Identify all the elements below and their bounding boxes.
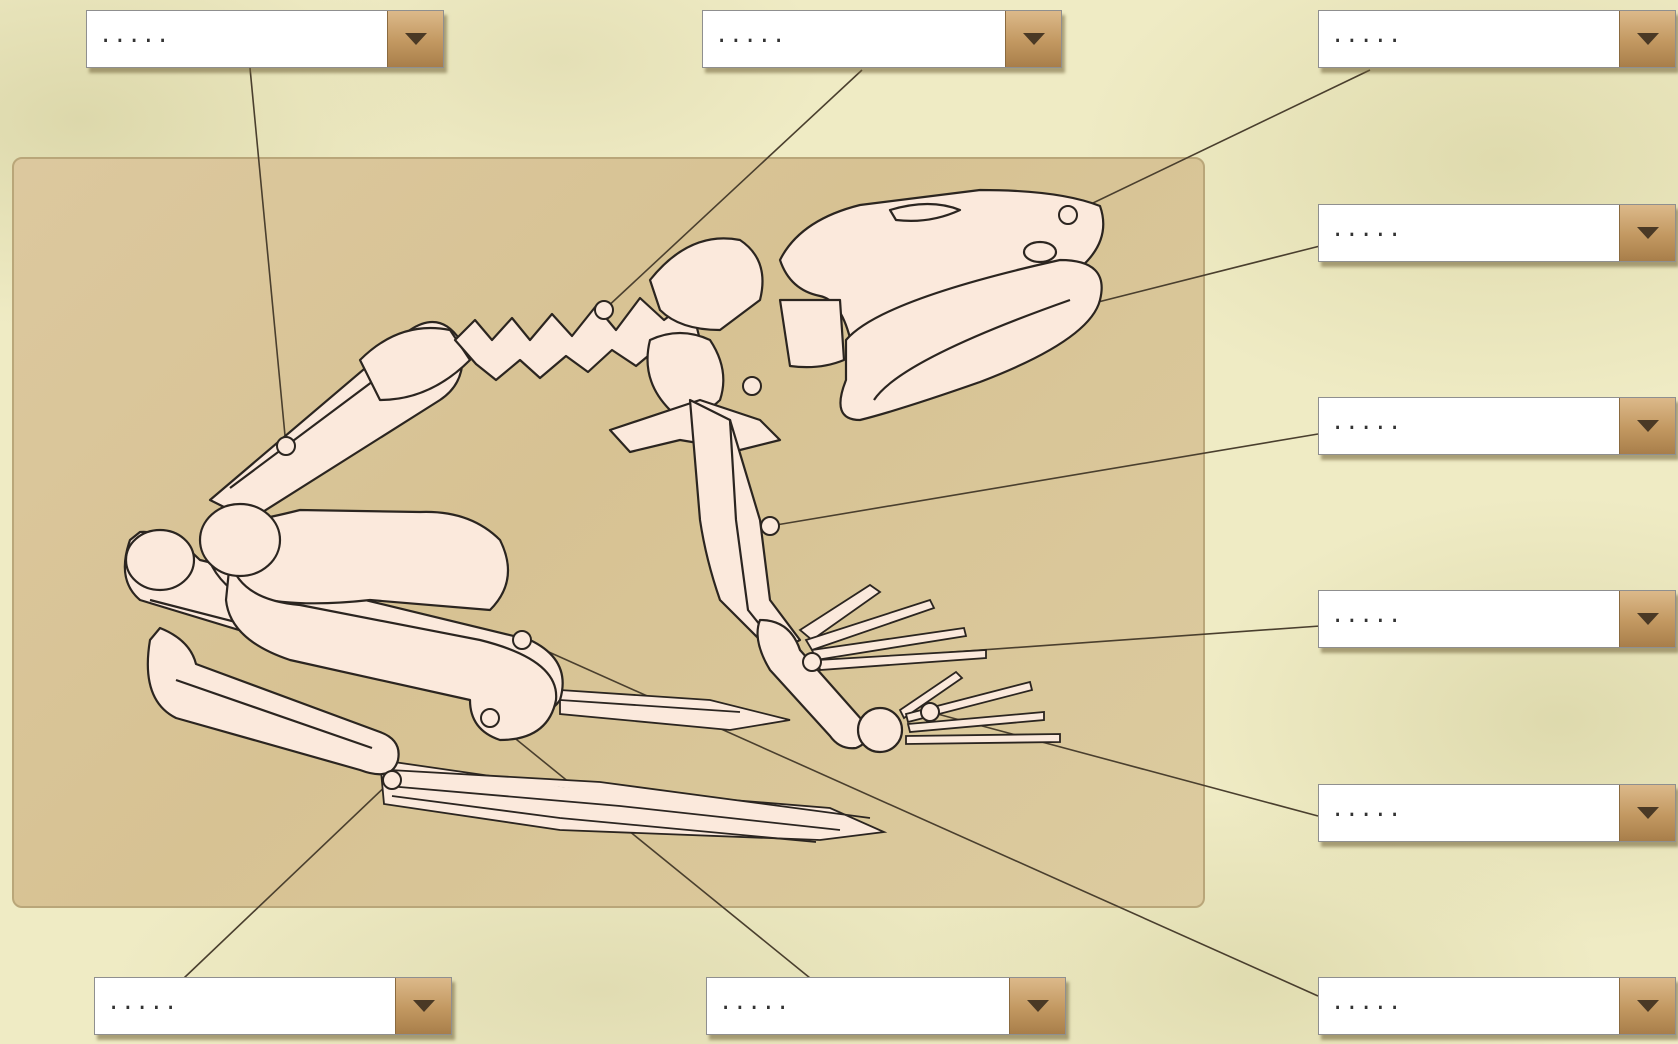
label-dropdown-right-1[interactable]: ..... <box>1318 10 1676 68</box>
marker-radius-ulna <box>761 517 779 535</box>
dropdown-value: ..... <box>719 990 790 1015</box>
dropdown-button[interactable] <box>1619 591 1675 647</box>
dropdown-button[interactable] <box>1619 11 1675 67</box>
leader-line-tibiofibula <box>490 718 810 978</box>
marker-femur <box>277 437 295 455</box>
marker-pectoral <box>743 377 761 395</box>
dropdown-value: ..... <box>1331 23 1402 48</box>
label-dropdown-bottom-right[interactable]: ..... <box>1318 977 1676 1035</box>
dropdown-value: ..... <box>1331 603 1402 628</box>
marker-tibiofibula <box>481 709 499 727</box>
leader-line-skull <box>1068 70 1370 215</box>
chevron-down-icon <box>1637 33 1659 45</box>
chevron-down-icon <box>1637 807 1659 819</box>
dropdown-value: ..... <box>107 990 178 1015</box>
marker-hind-foot <box>513 631 531 649</box>
label-dropdown-bottom-left[interactable]: ..... <box>94 977 452 1035</box>
label-dropdown-right-3[interactable]: ..... <box>1318 397 1676 455</box>
marker-phalanges <box>921 703 939 721</box>
dropdown-value: ..... <box>1331 410 1402 435</box>
marker-carpals <box>803 653 821 671</box>
dropdown-button[interactable] <box>387 11 443 67</box>
leader-line-radius-ulna <box>770 434 1318 526</box>
dropdown-button[interactable] <box>1619 978 1675 1034</box>
dropdown-button[interactable] <box>1009 978 1065 1034</box>
label-dropdown-right-4[interactable]: ..... <box>1318 590 1676 648</box>
hind-leg <box>125 322 563 774</box>
skull <box>780 190 1103 420</box>
chevron-down-icon <box>1637 613 1659 625</box>
dropdown-value: ..... <box>1331 797 1402 822</box>
marker-skull <box>1059 206 1077 224</box>
label-dropdown-top-middle[interactable]: ..... <box>702 10 1062 68</box>
dropdown-button[interactable] <box>1619 205 1675 261</box>
label-dropdown-right-2[interactable]: ..... <box>1318 204 1676 262</box>
dropdown-value: ..... <box>1331 990 1402 1015</box>
leader-line-femur <box>250 68 286 446</box>
dropdown-button[interactable] <box>1005 11 1061 67</box>
chevron-down-icon <box>1637 420 1659 432</box>
dropdown-value: ..... <box>715 23 786 48</box>
dropdown-button[interactable] <box>1619 785 1675 841</box>
chevron-down-icon <box>1027 1000 1049 1012</box>
leader-line-phalanges <box>930 712 1318 816</box>
chevron-down-icon <box>1023 33 1045 45</box>
chevron-down-icon <box>1637 227 1659 239</box>
dropdown-value: ..... <box>1331 217 1402 242</box>
label-dropdown-top-left[interactable]: ..... <box>86 10 444 68</box>
dropdown-button[interactable] <box>395 978 451 1034</box>
marker-tarsals <box>383 771 401 789</box>
chevron-down-icon <box>413 1000 435 1012</box>
chevron-down-icon <box>1637 1000 1659 1012</box>
chevron-down-icon <box>405 33 427 45</box>
label-dropdown-right-5[interactable]: ..... <box>1318 784 1676 842</box>
leader-line-tarsals <box>184 780 392 978</box>
marker-vertebrae <box>595 301 613 319</box>
dropdown-button[interactable] <box>1619 398 1675 454</box>
dropdown-value: ..... <box>99 23 170 48</box>
label-dropdown-bottom-middle[interactable]: ..... <box>706 977 1066 1035</box>
